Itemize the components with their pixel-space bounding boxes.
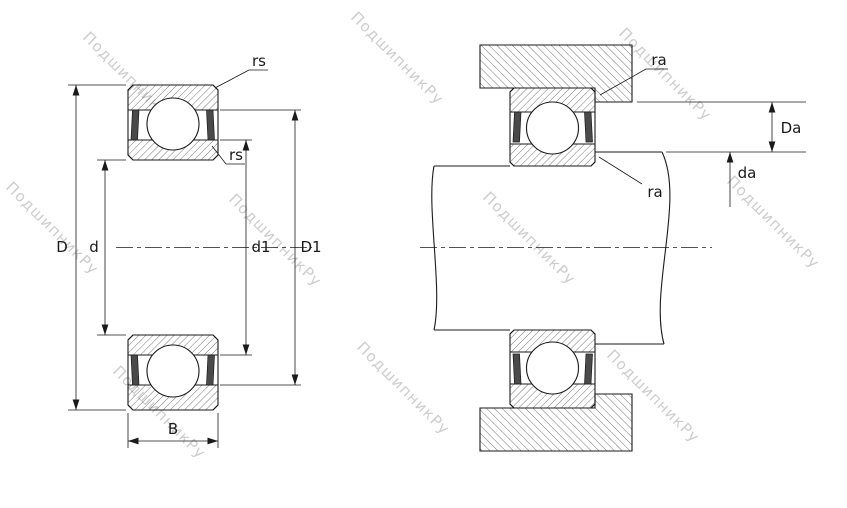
ball — [146, 344, 200, 398]
label-B: B — [168, 420, 178, 438]
bearing-lower-section — [127, 334, 219, 411]
section-outline — [127, 84, 219, 161]
label-ra: ra — [651, 51, 666, 69]
dimension-B: B — [127, 413, 219, 448]
leader-line — [214, 69, 250, 89]
callout-ra-housing: ra — [599, 51, 668, 96]
callout-rs-outer: rs — [214, 52, 268, 89]
label-d: d — [89, 238, 99, 256]
shield-left — [130, 354, 140, 386]
ball — [525, 101, 580, 155]
watermark-text: ПодшипникРу — [2, 178, 102, 278]
label-da: da — [738, 164, 757, 182]
section-outline — [127, 334, 219, 411]
callout-rs-inner: rs — [211, 145, 245, 165]
label-d1: d1 — [251, 238, 270, 256]
shaft-break-right — [659, 151, 671, 345]
callout-ra-shaft: ra — [598, 156, 663, 201]
left-view: D d d1 D1 B rs — [56, 52, 322, 448]
shield-left — [130, 109, 140, 141]
dimension-d1: d1 — [220, 139, 271, 356]
right-view: ra ra Da da — [420, 44, 806, 452]
dimension-d: d — [89, 159, 126, 336]
watermarks: ПодшипникРу ПодшипникРу ПодшипникРу Подш… — [2, 8, 823, 462]
shield-right — [206, 109, 215, 141]
leader-line — [599, 68, 647, 96]
shield-right — [584, 111, 593, 143]
watermark-text: ПодшипникРу — [353, 338, 453, 438]
dimension-Da: Da — [637, 101, 806, 153]
shield-left — [512, 111, 522, 143]
bearing-upper-section — [127, 84, 219, 161]
section-outline — [509, 87, 596, 167]
leader-line — [211, 145, 227, 165]
watermark-text: ПодшипникРу — [347, 8, 447, 108]
dimension-D: D — [56, 84, 126, 411]
label-ra: ra — [647, 183, 662, 201]
ball — [525, 341, 580, 395]
watermark-text: ПодшипникРу — [479, 188, 579, 288]
shield-right — [584, 353, 593, 385]
watermark-text: ПодшипникРу — [723, 172, 823, 272]
ball — [146, 97, 200, 151]
label-Da: Da — [781, 119, 802, 137]
dimension-D1: D1 — [220, 109, 322, 386]
shield-right — [206, 354, 215, 386]
shaft-break-left — [431, 165, 438, 331]
label-rs: rs — [252, 52, 266, 70]
bearing-lower-section — [509, 329, 596, 409]
label-D1: D1 — [300, 238, 321, 256]
section-outline — [509, 329, 596, 409]
leader-line — [598, 156, 643, 185]
label-D: D — [56, 238, 68, 256]
bearing-upper-section — [509, 87, 596, 167]
dimension-da: da — [726, 152, 757, 207]
shaft — [431, 151, 671, 345]
shield-left — [512, 353, 522, 385]
label-rs: rs — [229, 146, 243, 164]
